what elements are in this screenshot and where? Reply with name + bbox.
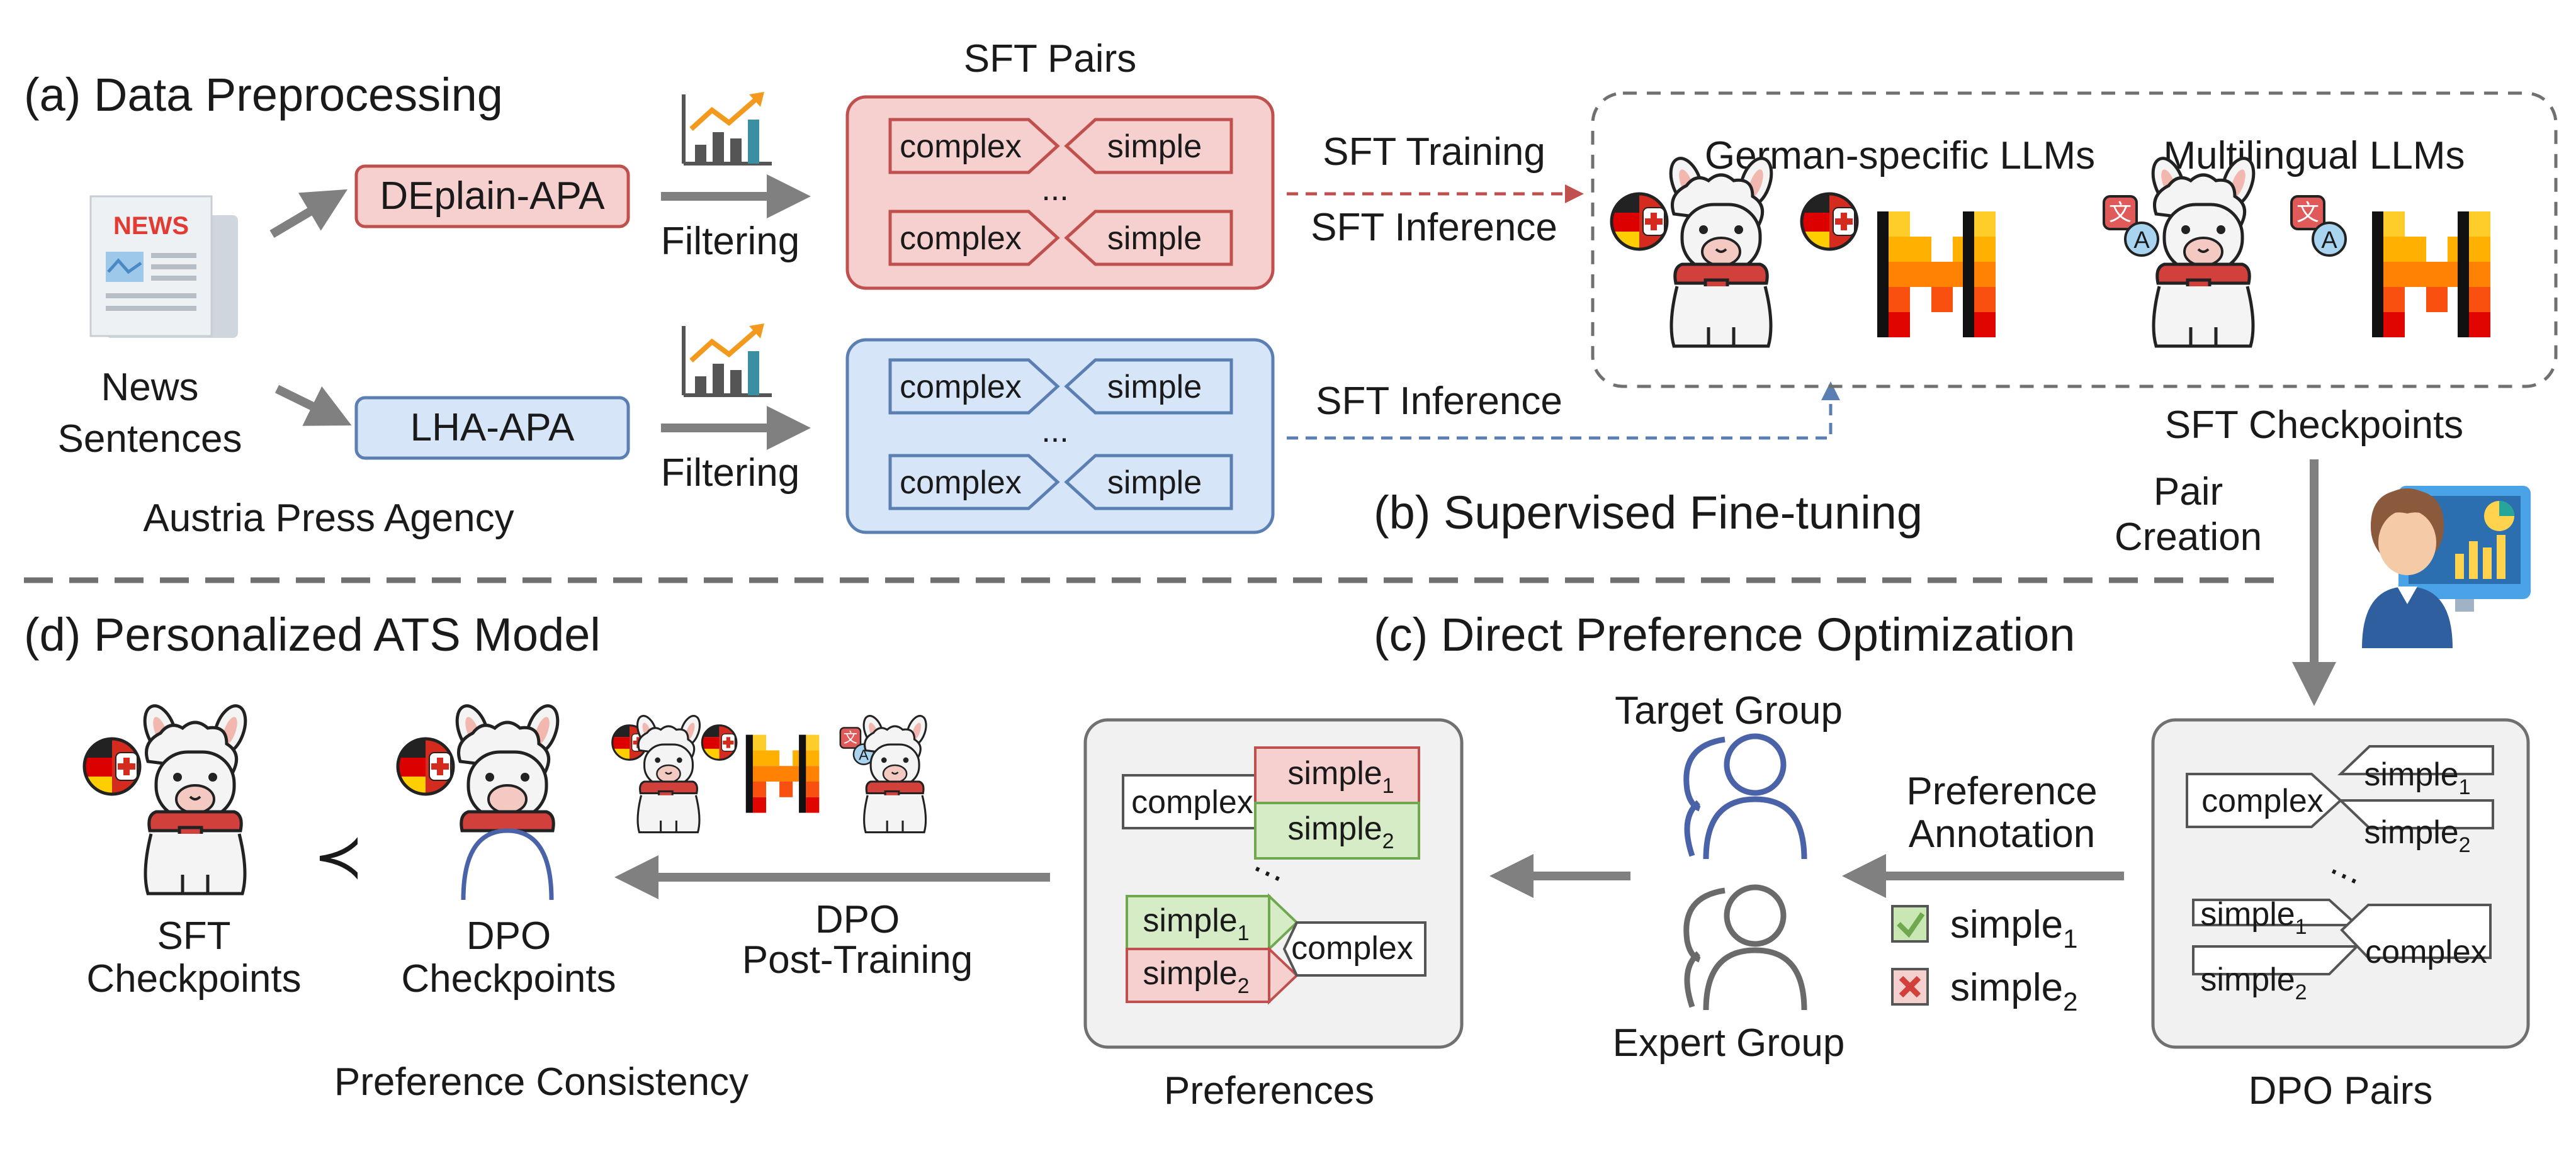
german-flag-icon-4 bbox=[702, 726, 737, 761]
sft-inference-arrow bbox=[1287, 381, 1840, 440]
sft-red-complex-1: complex bbox=[900, 128, 1022, 165]
preferences-simple2-top: simple2 bbox=[1287, 811, 1394, 853]
dpo-post-training-label-line1: DPO bbox=[815, 898, 900, 941]
dpo-pairs-simple1-bottom: simple1 bbox=[2200, 896, 2307, 939]
preferences-complex-1: complex bbox=[1131, 784, 1253, 821]
cross-icon bbox=[1891, 968, 1929, 1006]
news-to-lha-arrow bbox=[274, 384, 352, 426]
dpo-checkpoint-llama-icon bbox=[455, 704, 560, 901]
section-b-title: (b) Supervised Fine-tuning bbox=[1374, 486, 1923, 539]
translate-icon-1 bbox=[2103, 195, 2159, 257]
llama-icon-2 bbox=[2147, 154, 2260, 346]
expert-group-icon bbox=[1686, 887, 1804, 1010]
sft-blue-ellipsis: ... bbox=[1041, 413, 1068, 449]
llama-icon-4 bbox=[859, 712, 931, 834]
sft-blue-complex-2: complex bbox=[900, 464, 1022, 501]
mistral-icon-3 bbox=[745, 734, 820, 813]
sft-training-label: SFT Training bbox=[1323, 130, 1545, 174]
sft-checkpoints-line2: Checkpoints bbox=[86, 957, 301, 1001]
dpo-checkpoints-line1: DPO bbox=[466, 914, 551, 958]
dpo-pairs-complex-1: complex bbox=[2201, 783, 2324, 819]
llm-models-box bbox=[1591, 91, 2558, 388]
pair-creation-label-line2: Creation bbox=[2115, 515, 2262, 559]
mistral-icon-2 bbox=[2372, 211, 2490, 337]
preference-annotation-label-line2: Annotation bbox=[1909, 812, 2095, 856]
sft-red-simple-1: simple bbox=[1107, 128, 1202, 165]
german-flag-icon-2 bbox=[1802, 194, 1857, 250]
preference-relation-symbol: ≺ bbox=[314, 823, 364, 890]
pair-creation-label-line1: Pair bbox=[2154, 470, 2223, 514]
annotation-simple1: simple1 bbox=[1950, 903, 2078, 953]
check-icon bbox=[1891, 905, 1929, 943]
preferences-complex-2: complex bbox=[1291, 930, 1413, 967]
translate-icon-2 bbox=[2290, 195, 2347, 257]
multilingual-llms-label: Multilingual LLMs bbox=[2164, 134, 2465, 177]
dpo-post-training-label-line2: Post-Training bbox=[742, 938, 973, 982]
analyst-icon bbox=[2362, 486, 2531, 648]
section-d-title: (d) Personalized ATS Model bbox=[24, 609, 601, 661]
sft-pairs-title: SFT Pairs bbox=[964, 37, 1136, 81]
sft-red-simple-2: simple bbox=[1107, 220, 1202, 257]
preference-annotation-label-line1: Preference bbox=[1906, 770, 2097, 813]
llama-icon-3 bbox=[633, 712, 704, 834]
dpo-pairs-simple2-top: simple2 bbox=[2364, 814, 2470, 857]
filtering-chart-icon-bottom bbox=[684, 323, 772, 395]
annotation-simple2: simple2 bbox=[1950, 966, 2078, 1016]
news-label-line2: Sentences bbox=[58, 417, 242, 461]
lha-apa-label: LHA-APA bbox=[410, 406, 575, 449]
filtering-label-top: Filtering bbox=[661, 220, 800, 263]
filtering-chart-icon-top bbox=[684, 92, 772, 164]
german-flag-icon-1 bbox=[1612, 194, 1667, 250]
preferences-simple1-top: simple1 bbox=[1287, 755, 1394, 798]
preferences-shapes bbox=[1122, 746, 1426, 1005]
german-flag-icon-5 bbox=[84, 739, 140, 795]
german-flag-icon-6 bbox=[398, 739, 453, 795]
sft-blue-simple-2: simple bbox=[1107, 464, 1202, 501]
dpo-pairs-complex-2: complex bbox=[2365, 934, 2487, 970]
sft-inference-label-bottom: SFT Inference bbox=[1316, 379, 1562, 423]
sft-pairs-blue-box bbox=[845, 338, 1275, 534]
preference-consistency-label: Preference Consistency bbox=[334, 1060, 749, 1104]
sft-blue-simple-1: simple bbox=[1107, 369, 1202, 405]
dpo-pairs-shapes bbox=[2186, 745, 2494, 975]
news-label-line1: News bbox=[101, 366, 198, 409]
sft-red-ellipsis: ... bbox=[1041, 171, 1068, 208]
filtering-label-bottom: Filtering bbox=[661, 451, 800, 495]
news-source-label: Austria Press Agency bbox=[143, 497, 514, 540]
llama-icon-1 bbox=[1665, 154, 1778, 346]
target-group-icon bbox=[1686, 736, 1804, 859]
sft-inference-label-top: SFT Inference bbox=[1311, 206, 1557, 249]
dpo-pairs-simple1-top: simple1 bbox=[2364, 756, 2470, 799]
post-training-models bbox=[613, 712, 931, 834]
lha-apa-box bbox=[354, 396, 630, 460]
preferences-simple2-bottom: simple2 bbox=[1143, 955, 1249, 998]
mistral-icon-1 bbox=[1877, 211, 1996, 337]
newspaper-icon: NEWS bbox=[89, 195, 238, 338]
deplain-apa-box bbox=[354, 164, 630, 228]
preferences-simple1-bottom: simple1 bbox=[1143, 902, 1249, 945]
sft-blue-complex-1: complex bbox=[900, 369, 1022, 405]
target-group-label: Target Group bbox=[1615, 689, 1843, 732]
sft-checkpoint-llama-icon bbox=[139, 702, 252, 894]
dpo-pairs-title: DPO Pairs bbox=[2249, 1069, 2433, 1113]
section-c-title: (c) Direct Preference Optimization bbox=[1374, 609, 2075, 661]
expert-group-label: Expert Group bbox=[1613, 1021, 1845, 1065]
section-a-title: (a) Data Preprocessing bbox=[24, 69, 503, 121]
news-to-deplain-arrow bbox=[269, 189, 348, 239]
sft-checkpoints-line1: SFT bbox=[157, 914, 230, 958]
dpo-checkpoints-line2: Checkpoints bbox=[401, 957, 616, 1001]
dpo-pairs-simple2-bottom: simple2 bbox=[2200, 962, 2307, 1004]
sft-red-complex-2: complex bbox=[900, 220, 1022, 257]
preferences-title: Preferences bbox=[1164, 1069, 1374, 1113]
deplain-apa-label: DEplain-APA bbox=[380, 174, 605, 218]
sft-pairs-red-box bbox=[845, 95, 1275, 290]
sft-checkpoints-label: SFT Checkpoints bbox=[2165, 403, 2463, 447]
svg-text:NEWS: NEWS bbox=[113, 212, 189, 240]
